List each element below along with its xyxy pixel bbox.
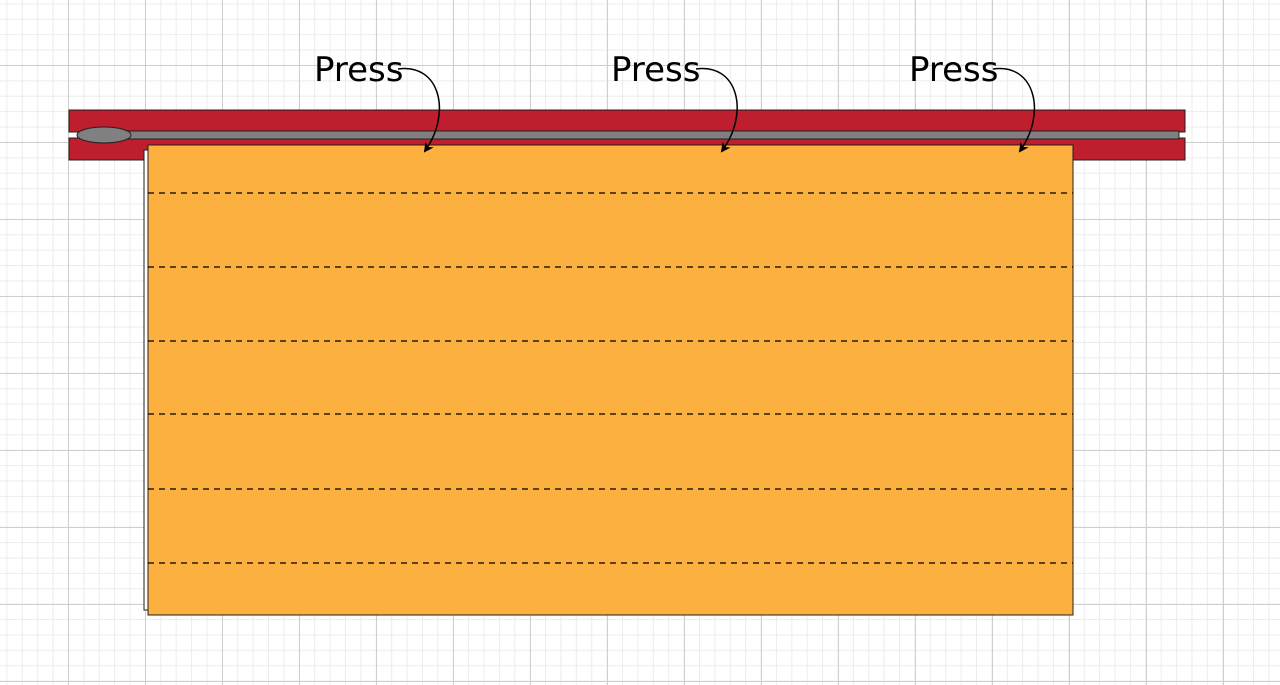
- cord-end-icon: [76, 126, 132, 144]
- curved-arrow-icon: [397, 67, 441, 153]
- press-label: Press: [611, 50, 700, 90]
- press-callout-2: Press: [611, 50, 738, 153]
- curved-arrow-icon: [992, 67, 1036, 153]
- curved-arrow-icon: [695, 67, 738, 153]
- press-callout-3: Press: [909, 50, 1036, 153]
- press-callout-1: Press: [314, 50, 441, 153]
- cord: [91, 130, 1180, 140]
- binding-top-band: [68, 109, 1186, 133]
- press-label: Press: [314, 50, 403, 90]
- fabric-panel: [147, 144, 1074, 616]
- press-label: Press: [909, 50, 998, 90]
- seam-lines: [148, 192, 1073, 564]
